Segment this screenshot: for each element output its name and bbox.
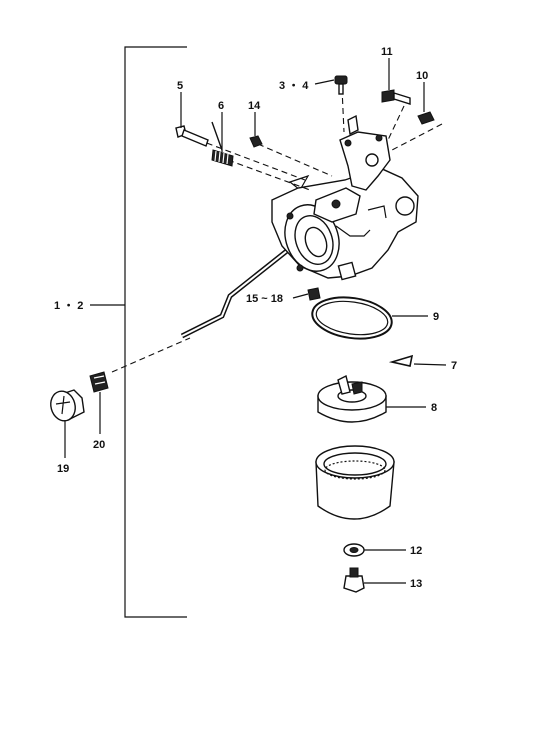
part-7-pin — [388, 354, 414, 367]
callout-9: 9 — [433, 311, 439, 323]
part-15-18-jet — [307, 287, 321, 301]
callout-6: 6 — [218, 100, 224, 112]
callout-20: 20 — [93, 439, 105, 451]
callout-15-18: 15 ~ 18 — [246, 293, 283, 305]
leader-lines — [64, 58, 447, 584]
part-11-screw — [381, 89, 411, 105]
float-bowl — [315, 445, 395, 520]
part-8-float — [317, 374, 387, 423]
part-3-4-screw — [334, 75, 348, 95]
part-14-screw — [249, 135, 263, 148]
callout-12: 12 — [410, 545, 422, 557]
assembly-bracket — [90, 46, 187, 618]
callout-5: 5 — [177, 80, 183, 92]
callout-10: 10 — [416, 70, 428, 82]
callout-14: 14 — [248, 100, 261, 112]
callout-13: 13 — [410, 578, 422, 590]
callout-19: 19 — [57, 463, 69, 475]
part-12-washer — [343, 543, 365, 557]
part-13-bolt — [343, 567, 365, 593]
callout-11: 11 — [381, 46, 393, 58]
callout-8: 8 — [431, 402, 437, 414]
part-6-spring — [211, 121, 234, 167]
part-10-spring — [417, 111, 435, 125]
carburetor-body — [271, 114, 419, 281]
part-20-spring — [89, 371, 109, 393]
callout-7: 7 — [451, 360, 457, 372]
callout-1-2: 1 ・ 2 — [54, 300, 83, 312]
part-9-gasket-ring — [311, 296, 393, 340]
part-5-screw — [175, 125, 209, 147]
callout-3-4: 3 ・ 4 — [279, 80, 309, 92]
part-19-knob — [50, 389, 85, 422]
